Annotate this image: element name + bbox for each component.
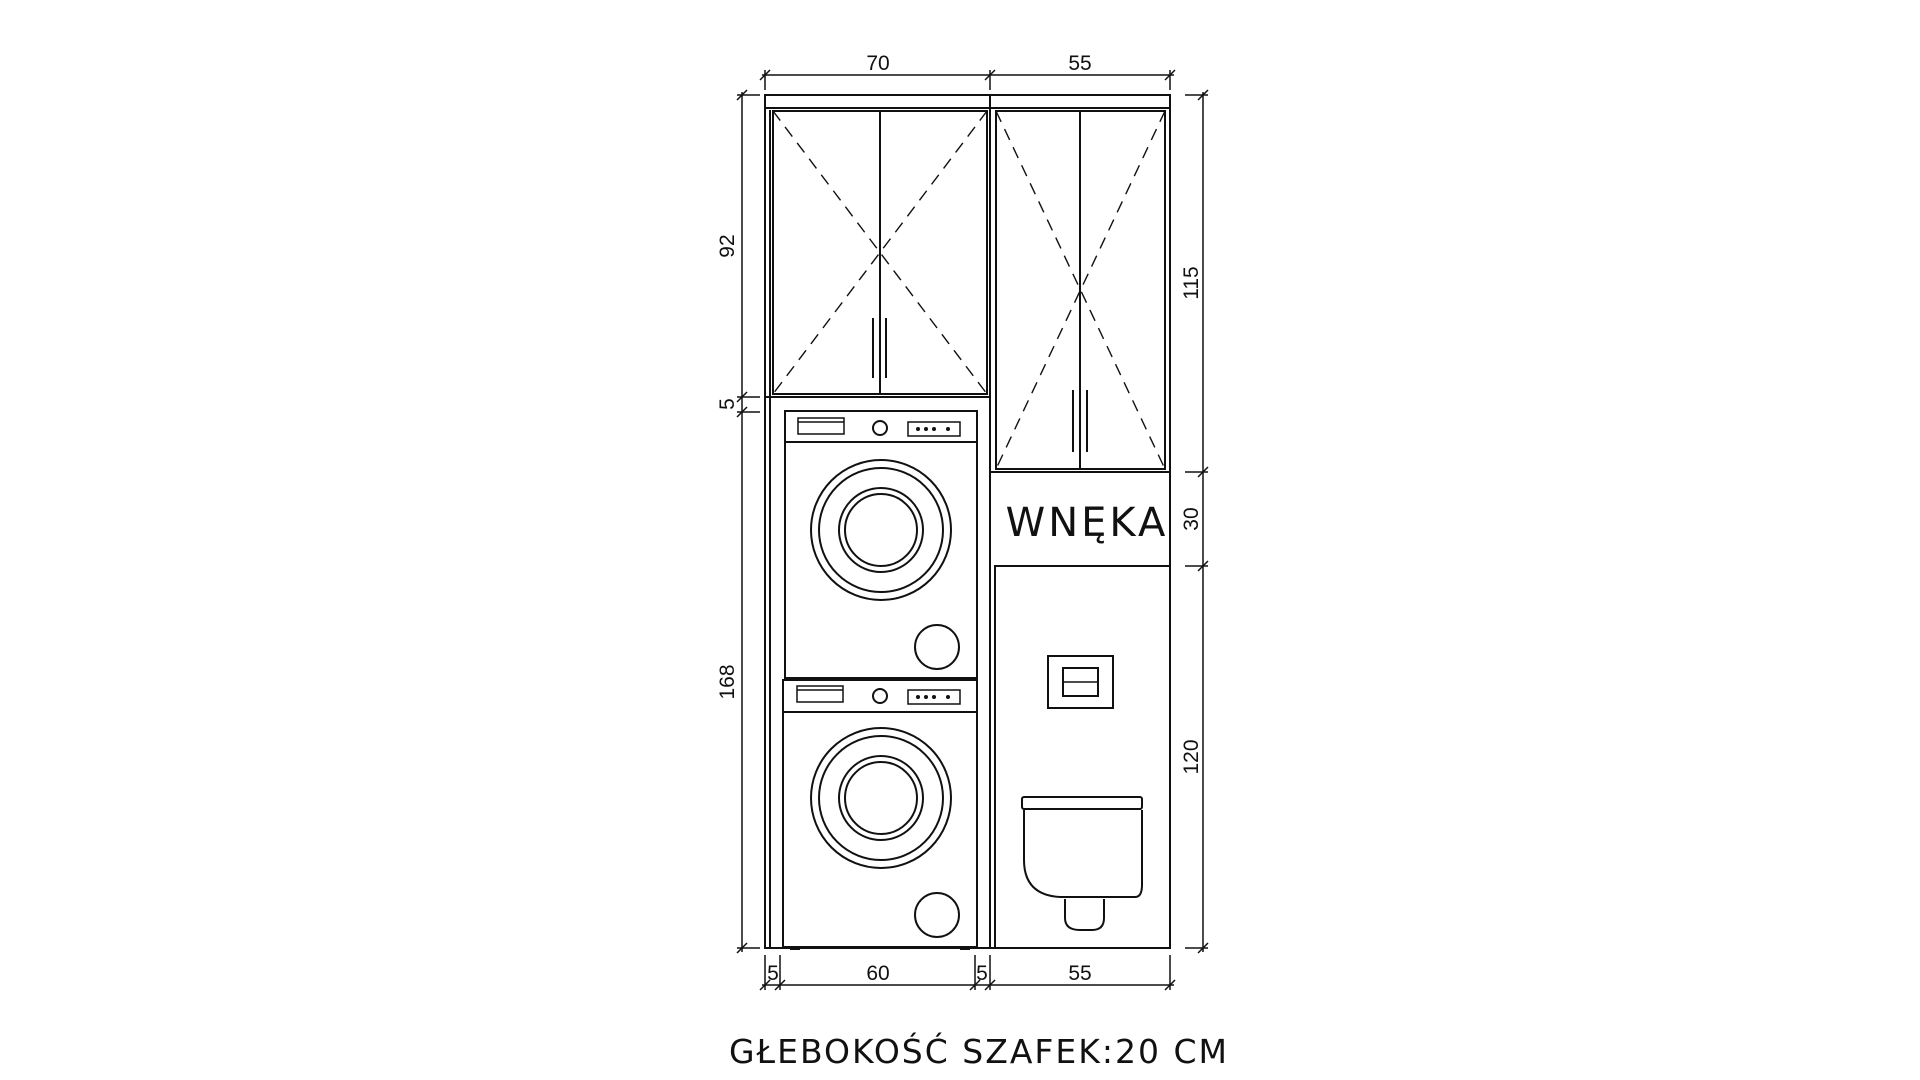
niche-label: WNĘKA	[1006, 500, 1169, 546]
niche-area: WNĘKA	[994, 500, 1171, 949]
dimension-left-upper: 92	[716, 234, 739, 257]
left-dimension-line: 92 5 168	[716, 89, 760, 954]
dimension-bottom-right: 55	[1068, 962, 1091, 985]
dimension-right-upper: 115	[1180, 266, 1203, 299]
flush-plate-icon	[1047, 655, 1114, 709]
wall-hung-toilet-icon	[1021, 796, 1143, 931]
door-handle-icon	[1072, 390, 1088, 452]
dimension-bottom-machine: 60	[866, 962, 889, 985]
dimension-left-lower: 168	[716, 664, 739, 699]
dimension-bottom-side-right: 5	[976, 962, 988, 985]
right-dimension-line: 115 30 120	[1180, 89, 1209, 954]
dimension-top-right: 55	[1068, 52, 1091, 75]
depth-caption: GŁEBOKOŚĆ SZAFEK:20 CM	[729, 1031, 1229, 1071]
dimension-right-middle: 30	[1180, 507, 1203, 530]
dimension-top-left: 70	[866, 52, 889, 75]
bottom-dimension-line: 5 60 5 55	[759, 955, 1176, 991]
dimension-left-gap: 5	[716, 398, 739, 410]
dimension-right-lower: 120	[1180, 739, 1203, 774]
top-dimension-line: 70 55	[759, 52, 1176, 90]
dryer-icon	[784, 410, 978, 679]
washing-machine-icon	[782, 679, 978, 950]
right-upper-cabinet	[990, 110, 1170, 473]
door-handle-icon	[872, 318, 887, 378]
left-upper-cabinet	[765, 110, 990, 398]
dimension-bottom-side-left: 5	[767, 962, 779, 985]
